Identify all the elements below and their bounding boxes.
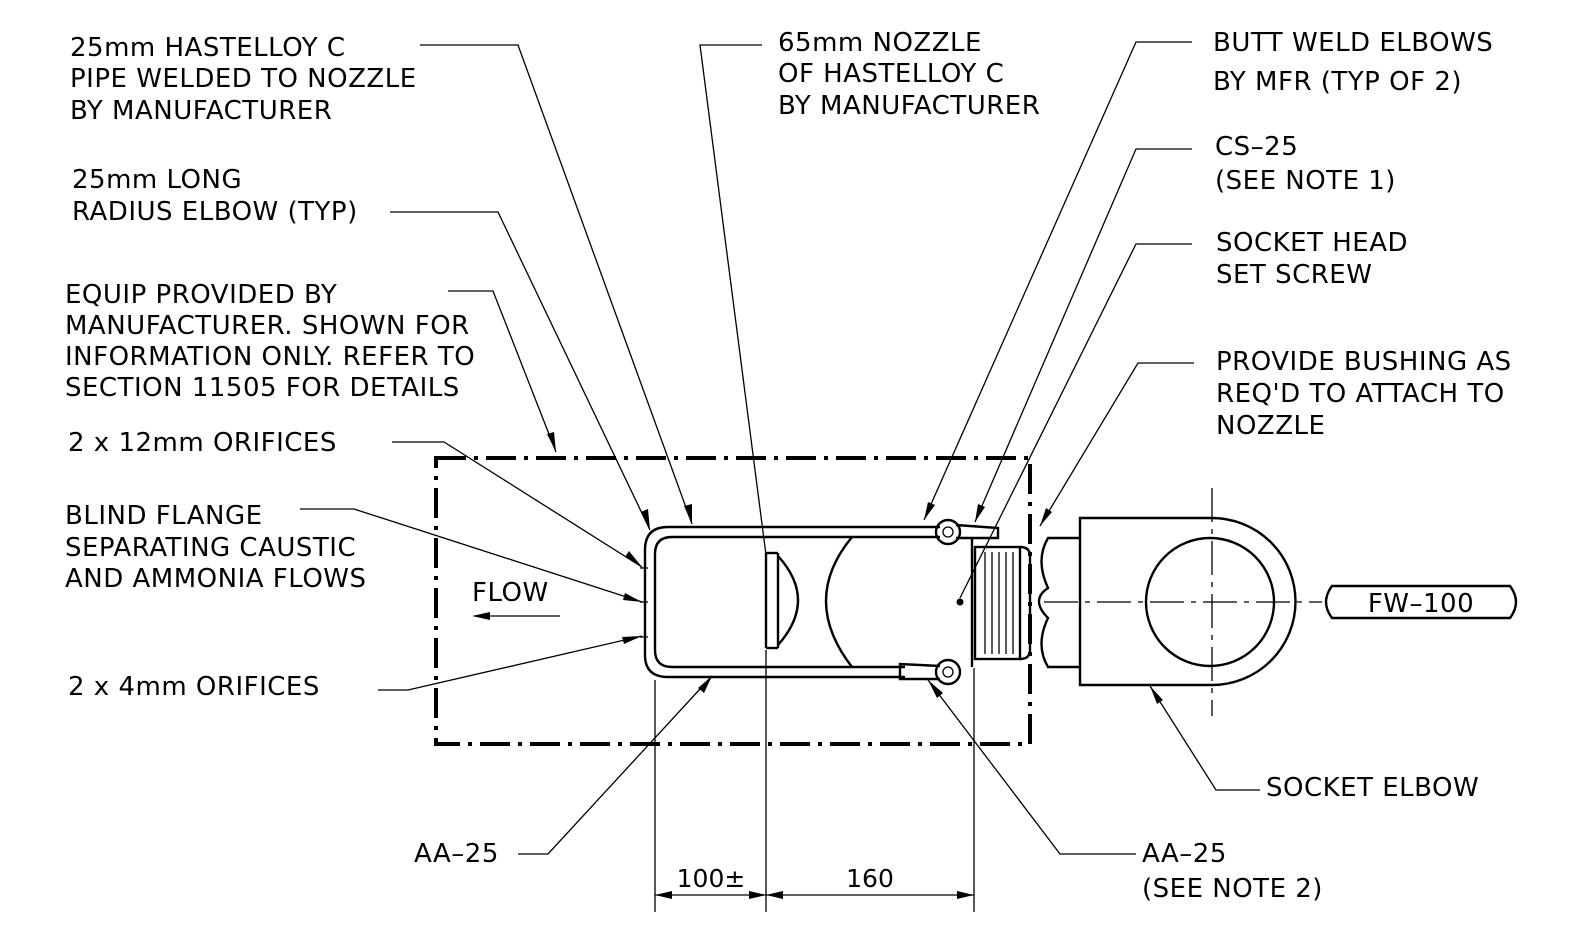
svg-text:BY MFR (TYP OF 2): BY MFR (TYP OF 2) [1213,67,1462,97]
fw100-tag: FW–100 [1324,584,1518,620]
label-cs25: CS–25 (SEE NOTE 1) [1215,132,1396,196]
equipment-boundary [434,456,1032,746]
svg-text:(SEE NOTE 1): (SEE NOTE 1) [1215,166,1396,196]
dimensions: 100± 160 [654,650,975,912]
socket-elbow-assembly [1037,488,1322,716]
svg-text:INFORMATION ONLY. REFER TO: INFORMATION ONLY. REFER TO [65,342,475,372]
label-12mm-orifices: 2 x 12mm ORIFICES [68,428,337,458]
label-aa25-left: AA–25 [414,839,499,869]
svg-text:NOZZLE: NOZZLE [1216,411,1325,441]
svg-text:PIPE WELDED TO NOZZLE: PIPE WELDED TO NOZZLE [70,64,417,94]
label-blind-flange: BLIND FLANGE SEPARATING CAUSTIC AND AMMO… [65,501,367,594]
label-4mm-orifices: 2 x 4mm ORIFICES [68,672,320,702]
label-long-radius-elbow: 25mm LONG RADIUS ELBOW (TYP) [72,165,358,227]
svg-text:PROVIDE BUSHING AS: PROVIDE BUSHING AS [1216,347,1512,377]
svg-text:25mm HASTELLOY C: 25mm HASTELLOY C [70,33,346,63]
svg-text:REQ'D TO ATTACH TO: REQ'D TO ATTACH TO [1216,379,1505,409]
label-hastelloy-pipe: 25mm HASTELLOY C PIPE WELDED TO NOZZLE B… [70,33,417,126]
set-screw-dot [956,598,964,606]
u-pipe-assembly [640,525,940,679]
nozzle-body [764,536,853,668]
svg-text:BUTT WELD ELBOWS: BUTT WELD ELBOWS [1213,28,1493,58]
svg-text:SOCKET HEAD: SOCKET HEAD [1216,228,1408,258]
leaders [300,41,1260,855]
svg-text:65mm NOZZLE: 65mm NOZZLE [778,28,982,58]
svg-text:BLIND FLANGE: BLIND FLANGE [65,501,263,531]
svg-text:AA–25: AA–25 [1142,839,1227,869]
svg-text:25mm LONG: 25mm LONG [72,165,242,195]
label-socket-head: SOCKET HEAD SET SCREW [1216,228,1408,290]
fw100-label: FW–100 [1368,589,1474,619]
flow-indicator: FLOW [472,578,560,620]
label-65mm-nozzle: 65mm NOZZLE OF HASTELLOY C BY MANUFACTUR… [778,28,1040,121]
svg-text:AND AMMONIA FLOWS: AND AMMONIA FLOWS [65,564,367,594]
label-butt-weld: BUTT WELD ELBOWS BY MFR (TYP OF 2) [1213,28,1493,97]
label-socket-elbow: SOCKET ELBOW [1266,773,1479,803]
label-aa25-right: AA–25 (SEE NOTE 2) [1142,839,1323,904]
dim-100: 100± [677,864,746,893]
svg-text:BY MANUFACTURER: BY MANUFACTURER [70,96,332,126]
flow-label: FLOW [472,578,549,608]
svg-text:EQUIP PROVIDED BY: EQUIP PROVIDED BY [65,280,337,310]
svg-text:OF HASTELLOY C: OF HASTELLOY C [778,59,1004,89]
svg-text:(SEE NOTE 2): (SEE NOTE 2) [1142,874,1323,904]
svg-text:SEPARATING CAUSTIC: SEPARATING CAUSTIC [65,533,356,563]
label-bushing: PROVIDE BUSHING AS REQ'D TO ATTACH TO NO… [1216,347,1512,441]
svg-text:SET SCREW: SET SCREW [1216,260,1372,290]
butt-weld-elbows [898,518,1000,686]
svg-text:BY MANUFACTURER: BY MANUFACTURER [778,91,1040,121]
svg-text:SECTION 11505 FOR DETAILS: SECTION 11505 FOR DETAILS [65,373,460,403]
dim-160: 160 [846,864,894,893]
svg-text:RADIUS ELBOW (TYP): RADIUS ELBOW (TYP) [72,197,358,227]
svg-text:MANUFACTURER. SHOWN FOR: MANUFACTURER. SHOWN FOR [65,311,470,341]
label-equip-provided: EQUIP PROVIDED BY MANUFACTURER. SHOWN FO… [65,280,475,403]
svg-text:CS–25: CS–25 [1215,132,1298,162]
threaded-fitting [956,537,1032,667]
